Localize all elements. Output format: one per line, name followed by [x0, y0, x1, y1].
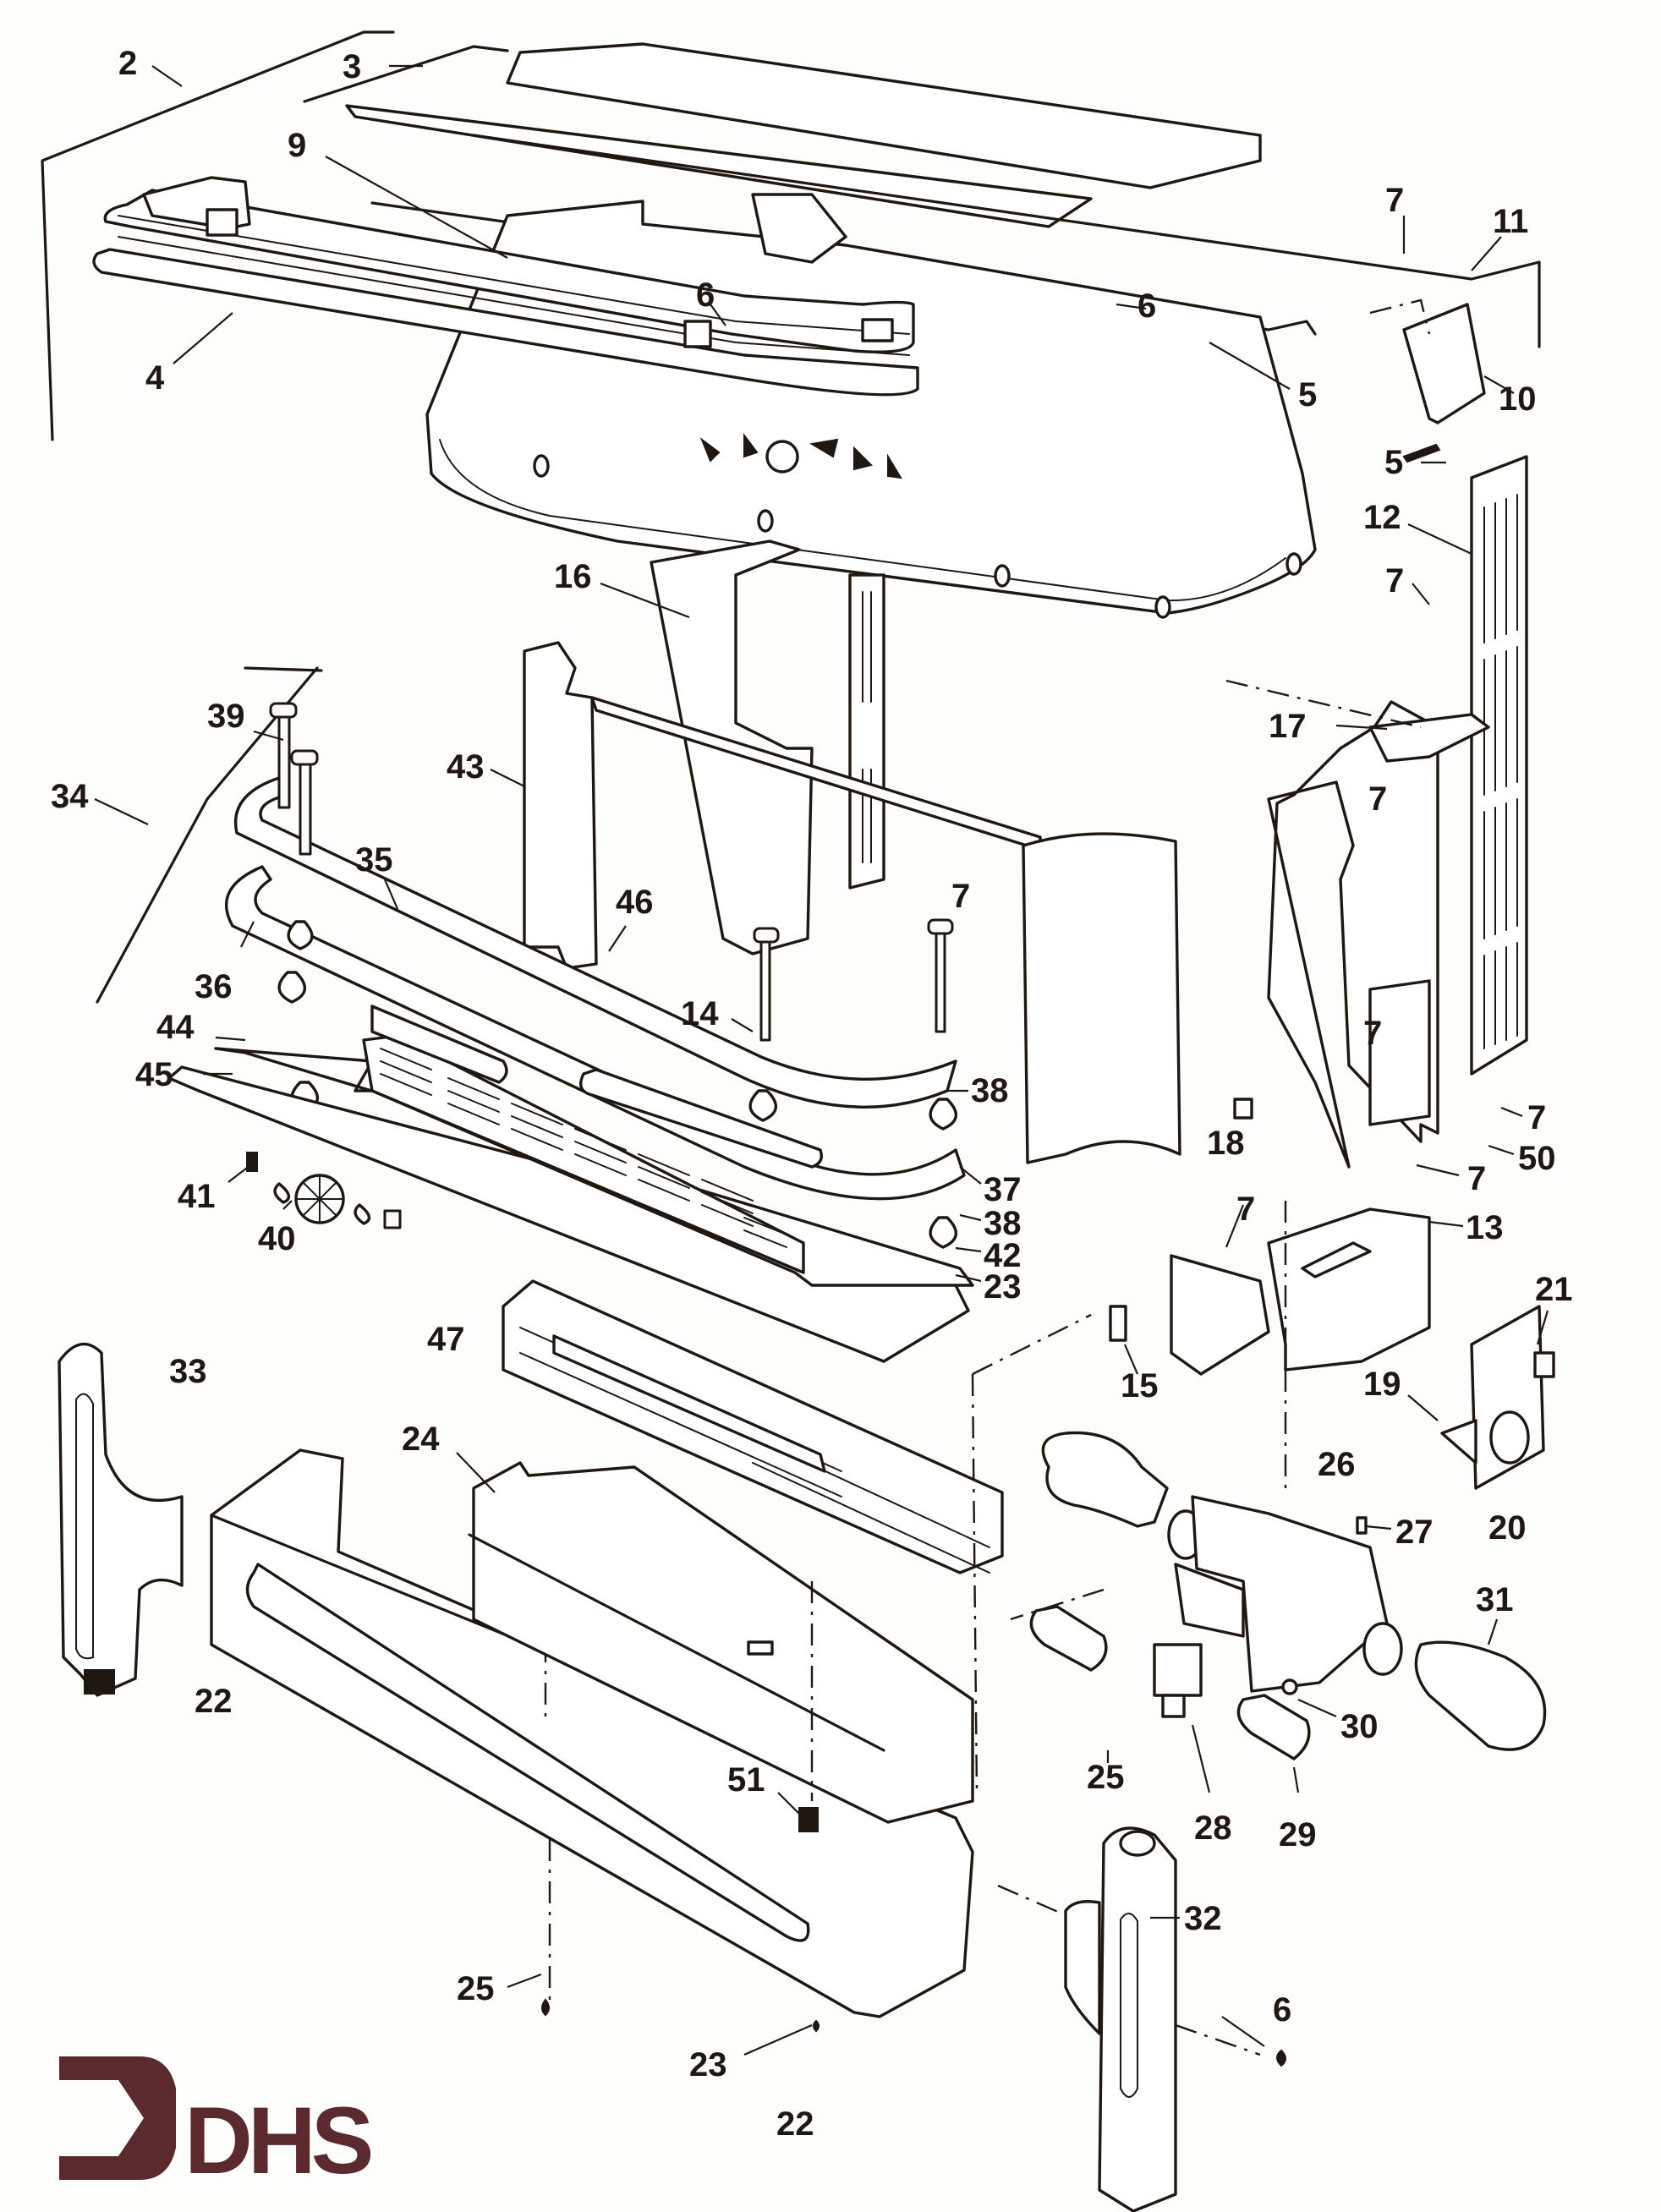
callout-38: 38 [984, 1205, 1022, 1242]
callout-47: 47 [427, 1321, 465, 1358]
part-burner-tray [502, 1279, 1004, 1574]
callout-33: 33 [169, 1353, 207, 1390]
callout-28: 28 [1194, 1810, 1232, 1847]
part-drip-tray [468, 1461, 974, 1832]
callout-7: 7 [1385, 562, 1404, 600]
callout-43: 43 [447, 748, 485, 786]
part-right-side-panel [1225, 679, 1490, 1169]
callout-17: 17 [1269, 708, 1307, 745]
callout-26: 26 [1318, 1446, 1356, 1483]
callout-14: 14 [681, 995, 719, 1032]
callout-7: 7 [1385, 182, 1404, 219]
callout-42: 42 [984, 1237, 1022, 1274]
callout-39: 39 [207, 698, 245, 735]
callout-20: 20 [1488, 1509, 1527, 1547]
callout-13: 13 [1466, 1209, 1504, 1246]
callout-6: 6 [696, 276, 715, 314]
callout-29: 29 [1279, 1816, 1317, 1853]
callout-5: 5 [1298, 376, 1317, 413]
callout-leaders [94, 64, 1549, 2056]
callout-22: 22 [776, 2105, 814, 2143]
callout-12: 12 [1363, 499, 1401, 536]
callout-21: 21 [1535, 1271, 1573, 1308]
callout-44: 44 [156, 1009, 195, 1046]
callout-37: 37 [984, 1171, 1022, 1208]
callout-36: 36 [195, 968, 233, 1005]
callout-45: 45 [135, 1056, 173, 1093]
callout-23: 23 [984, 1268, 1022, 1306]
part-right-end-cap [997, 1826, 1177, 2212]
callout-34: 34 [51, 778, 89, 815]
callout-38: 38 [971, 1072, 1009, 1109]
callout-51: 51 [727, 1761, 765, 1799]
part-side-grille [1402, 443, 1528, 1076]
part-control-panel [167, 1005, 974, 1363]
callout-7: 7 [1363, 1015, 1382, 1052]
callout-3: 3 [343, 48, 361, 85]
callout-24: 24 [402, 1421, 440, 1458]
callout-46: 46 [616, 884, 654, 921]
part-lamp-assembly [971, 1098, 1555, 1793]
part-left-end-cap [58, 1342, 184, 1697]
callout-7: 7 [1467, 1160, 1486, 1197]
callout-labels: 2 3 9 4 6 6 5 7 11 10 5 12 7 16 39 34 43… [51, 45, 1573, 2143]
logo-text: DHS [184, 2088, 371, 2193]
logo-arrow-mark [59, 2056, 176, 2180]
callout-30: 30 [1340, 1708, 1379, 1745]
callout-31: 31 [1476, 1581, 1514, 1618]
callout-15: 15 [1121, 1367, 1159, 1404]
callout-5: 5 [1384, 444, 1403, 481]
callout-6: 6 [1137, 287, 1156, 325]
part-heating-rail-assembly [96, 666, 966, 1304]
callout-2: 2 [118, 45, 137, 82]
callout-6: 6 [1273, 1991, 1291, 2029]
callout-11: 11 [1493, 203, 1528, 240]
callout-7: 7 [951, 878, 970, 915]
callout-25: 25 [457, 1970, 495, 2007]
callout-40: 40 [258, 1220, 296, 1257]
callout-7: 7 [1527, 1099, 1546, 1136]
callout-41: 41 [178, 1178, 216, 1215]
dhs-logo: DHS [59, 2056, 376, 2193]
callout-50: 50 [1518, 1140, 1556, 1177]
part-burner-tubes [92, 176, 919, 397]
part-heat-exchanger [425, 193, 1317, 619]
callout-22: 22 [195, 1683, 233, 1720]
callout-7: 7 [1236, 1191, 1255, 1228]
callout-4: 4 [145, 359, 165, 397]
callout-25: 25 [1087, 1759, 1125, 1796]
callout-35: 35 [355, 841, 393, 879]
callout-23: 23 [689, 2046, 727, 2083]
callout-9: 9 [288, 127, 306, 164]
callout-7: 7 [1368, 780, 1387, 818]
part-back-rail [370, 134, 1541, 424]
fasteners [541, 1998, 1286, 2067]
callout-18: 18 [1207, 1125, 1245, 1162]
callout-10: 10 [1499, 381, 1537, 418]
part-front-frame [523, 641, 1181, 1164]
callout-19: 19 [1363, 1366, 1401, 1403]
callout-27: 27 [1395, 1514, 1434, 1551]
callout-16: 16 [554, 558, 592, 595]
callout-32: 32 [1184, 1900, 1222, 1937]
part-rear-bracket [650, 539, 885, 955]
assembly-bracket-2 [41, 30, 395, 441]
